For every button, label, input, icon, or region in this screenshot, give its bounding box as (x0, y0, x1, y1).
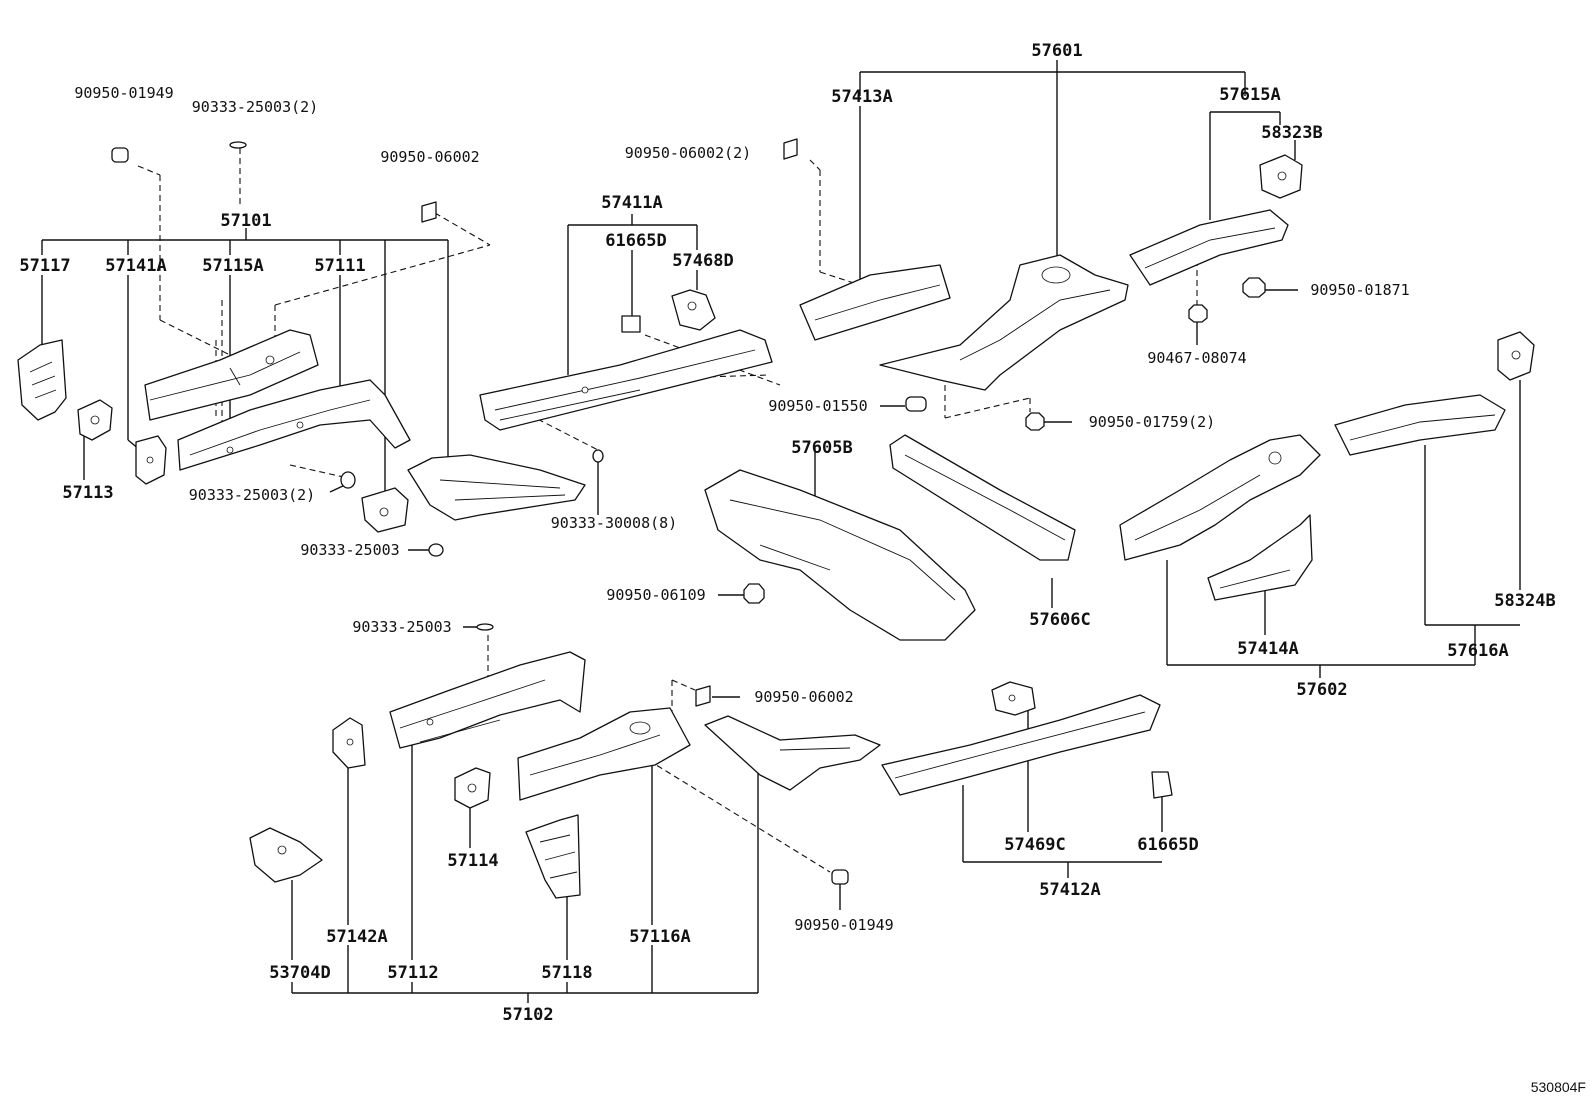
label-57116A: 57116A (629, 927, 690, 947)
nut-90950-06109 (743, 583, 765, 604)
label-57102: 57102 (502, 1005, 553, 1025)
label-90950-06109: 90950-06109 (606, 586, 705, 604)
part-57118 (525, 814, 581, 899)
part-57414A (1207, 514, 1313, 601)
plug-90950-06002-2 (783, 138, 798, 160)
label-57469C: 57469C (1004, 835, 1065, 855)
nut-90950-01871 (1242, 277, 1266, 298)
label-90950-01759-2: 90950-01759(2) (1089, 413, 1215, 431)
label-90333-25003-mid: 90333-25003 (300, 541, 399, 559)
plug-90950-01550 (905, 396, 927, 412)
part-57616A (1334, 394, 1506, 456)
label-90950-06002-left: 90950-06002 (380, 148, 479, 166)
plug-90950-06002-low (695, 685, 711, 707)
label-57606C: 57606C (1029, 610, 1090, 630)
label-57118: 57118 (541, 963, 592, 983)
part-57468D (671, 289, 716, 331)
label-57101: 57101 (220, 211, 271, 231)
label-57414A: 57414A (1237, 639, 1298, 659)
label-57114: 57114 (447, 851, 498, 871)
part-57469C (991, 681, 1036, 716)
label-58323B: 58323B (1261, 123, 1322, 143)
label-53704D: 53704D (269, 963, 330, 983)
part-58323B (1259, 154, 1303, 199)
part-57602 (1119, 434, 1321, 561)
part-labels: 57601 57413A 57615A 58323B 90950-01949 9… (19, 41, 1586, 1095)
part-57115A (144, 329, 319, 421)
label-90950-06002-low: 90950-06002 (754, 688, 853, 706)
label-57142A: 57142A (326, 927, 387, 947)
clip-90950-01949-low (831, 869, 849, 885)
label-57413A: 57413A (831, 87, 892, 107)
label-57115A: 57115A (202, 256, 263, 276)
label-57605B: 57605B (791, 438, 852, 458)
label-90950-01871: 90950-01871 (1310, 281, 1409, 299)
part-58324B (1497, 331, 1535, 381)
part-57114 (454, 767, 491, 809)
label-90950-01550: 90950-01550 (768, 397, 867, 415)
part-57112 (389, 651, 586, 749)
label-57111: 57111 (314, 256, 365, 276)
label-57601: 57601 (1031, 41, 1082, 61)
label-61665D-low: 61665D (1137, 835, 1198, 855)
part-57412A (881, 694, 1161, 796)
washer-90333-25003-mid2 (428, 543, 444, 557)
reference-code: 530804F (1531, 1079, 1586, 1095)
label-57616A: 57616A (1447, 641, 1508, 661)
label-61665D-top: 61665D (605, 231, 666, 251)
part-57111 (177, 379, 411, 471)
part-57141A (135, 435, 167, 485)
washer-90333-25003-mid (340, 471, 356, 489)
part-53704D (249, 827, 323, 883)
part-57605B (704, 469, 976, 641)
label-58324B: 58324B (1494, 591, 1555, 611)
clip-90950-01949-top (111, 147, 129, 163)
part-61665D-top (621, 315, 641, 333)
part-61665D-low (1151, 771, 1173, 799)
label-90333-25003-2-mid: 90333-25003(2) (189, 486, 315, 504)
label-57113: 57113 (62, 483, 113, 503)
leader-lines (41, 60, 1521, 1003)
label-90333-25003-2-top: 90333-25003(2) (192, 98, 318, 116)
washer-90333-30008 (592, 449, 604, 463)
plug-90950-06002-left (421, 201, 437, 223)
label-90333-30008-8: 90333-30008(8) (551, 514, 677, 532)
label-57141A: 57141A (105, 256, 166, 276)
nut-90950-01759 (1025, 412, 1045, 431)
label-57117: 57117 (19, 256, 70, 276)
part-rear-member-lower (704, 715, 881, 791)
label-57412A: 57412A (1039, 880, 1100, 900)
part-57615A (1129, 209, 1289, 286)
part-57601 (879, 254, 1129, 391)
nut-90467-08074 (1188, 304, 1208, 323)
label-90467-08074: 90467-08074 (1147, 349, 1246, 367)
part-drawings (17, 138, 1535, 899)
part-57113 (77, 399, 113, 441)
label-90950-06002-2: 90950-06002(2) (625, 144, 751, 162)
label-57411A: 57411A (601, 193, 662, 213)
label-90950-01949-low: 90950-01949 (794, 916, 893, 934)
label-57602: 57602 (1296, 680, 1347, 700)
part-57116A (517, 707, 691, 801)
part-rear-extension (407, 454, 586, 521)
part-57411A (479, 329, 773, 431)
part-57142A (332, 717, 366, 769)
part-57114-upper-bracket (361, 487, 409, 533)
label-57468D: 57468D (672, 251, 733, 271)
washer-90333-25003-low (476, 623, 494, 631)
label-57112: 57112 (387, 963, 438, 983)
label-57615A: 57615A (1219, 85, 1280, 105)
washer-90333-25003-top (229, 141, 247, 149)
part-57413A (799, 264, 951, 341)
label-90333-25003-low: 90333-25003 (352, 618, 451, 636)
label-90950-01949-top: 90950-01949 (74, 84, 173, 102)
part-57606C (889, 434, 1076, 561)
part-57117 (17, 339, 67, 421)
